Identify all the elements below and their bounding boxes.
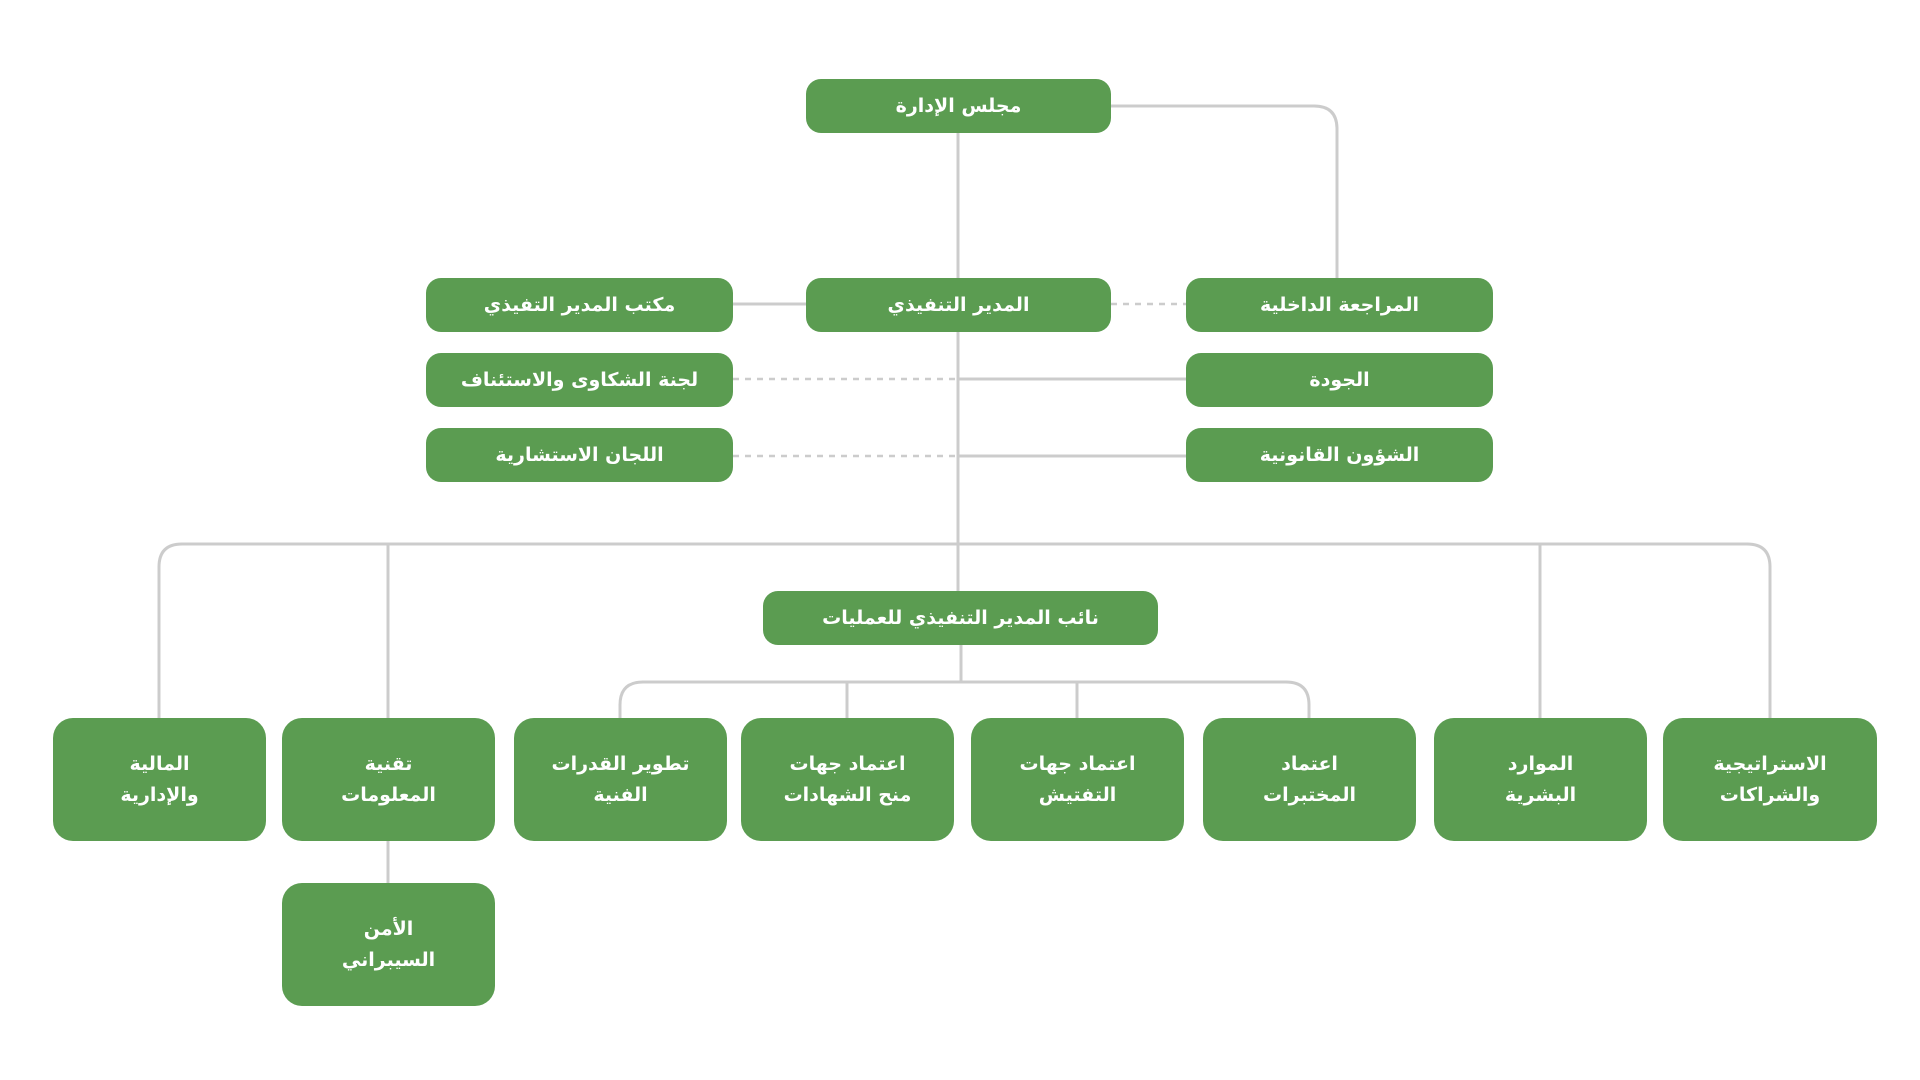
node-label: اللجان الاستشارية: [495, 443, 664, 466]
node-label: نائب المدير التنفيذي للعمليات: [822, 606, 1099, 629]
node-labs[interactable]: اعتماد المختبرات: [1203, 718, 1416, 841]
node-label: اعتماد المختبرات: [1263, 752, 1357, 806]
connector-deputy-left: [618, 680, 644, 718]
node-label: الشؤون القانونية: [1259, 443, 1420, 466]
node-label: الجودة: [1309, 368, 1370, 391]
node-inspection[interactable]: اعتماد جهات التفتيش: [971, 718, 1184, 841]
node-ceo[interactable]: المدير التنفيذي: [806, 278, 1111, 332]
node-internal-audit[interactable]: المراجعة الداخلية: [1186, 278, 1493, 332]
connector-board-audit: [1111, 104, 1339, 278]
node-advisory[interactable]: اللجان الاستشارية: [426, 428, 733, 482]
node-label: المدير التنفيذي: [887, 293, 1030, 316]
node-label: المراجعة الداخلية: [1259, 293, 1420, 316]
connector-bus-left: [157, 542, 183, 718]
connector-deputy-bus: [643, 680, 1311, 718]
node-deputy-ops[interactable]: نائب المدير التنفيذي للعمليات: [763, 591, 1158, 645]
node-label: المالية والإدارية: [120, 752, 199, 806]
node-label: تقنية المعلومات: [341, 752, 436, 806]
node-hr[interactable]: الموارد البشرية: [1434, 718, 1647, 841]
node-finance[interactable]: المالية والإدارية: [53, 718, 266, 841]
node-label: مجلس الإدارة: [895, 94, 1022, 117]
node-it[interactable]: تقنية المعلومات: [282, 718, 495, 841]
node-label: تطوير القدرات الفنية: [551, 752, 690, 806]
node-cyber[interactable]: الأمن السيبراني: [282, 883, 495, 1006]
node-label: لجنة الشكاوى والاستئناف: [460, 368, 699, 391]
node-label: اعتماد جهات منح الشهادات: [783, 752, 912, 806]
node-board[interactable]: مجلس الإدارة: [806, 79, 1111, 133]
node-label: مكتب المدير التفيذي: [483, 293, 676, 316]
node-strategy[interactable]: الاستراتيجية والشراكات: [1663, 718, 1877, 841]
node-label: الموارد البشرية: [1504, 752, 1577, 806]
node-ceo-office[interactable]: مكتب المدير التفيذي: [426, 278, 733, 332]
connector-top-bus: [182, 542, 1772, 718]
node-quality[interactable]: الجودة: [1186, 353, 1493, 407]
node-legal[interactable]: الشؤون القانونية: [1186, 428, 1493, 482]
node-label: الأمن السيبراني: [341, 917, 436, 971]
node-capabilities[interactable]: تطوير القدرات الفنية: [514, 718, 727, 841]
node-label: اعتماد جهات التفتيش: [1019, 752, 1136, 806]
node-label: الاستراتيجية والشراكات: [1713, 752, 1827, 806]
node-complaints[interactable]: لجنة الشكاوى والاستئناف: [426, 353, 733, 407]
node-certification[interactable]: اعتماد جهات منح الشهادات: [741, 718, 954, 841]
